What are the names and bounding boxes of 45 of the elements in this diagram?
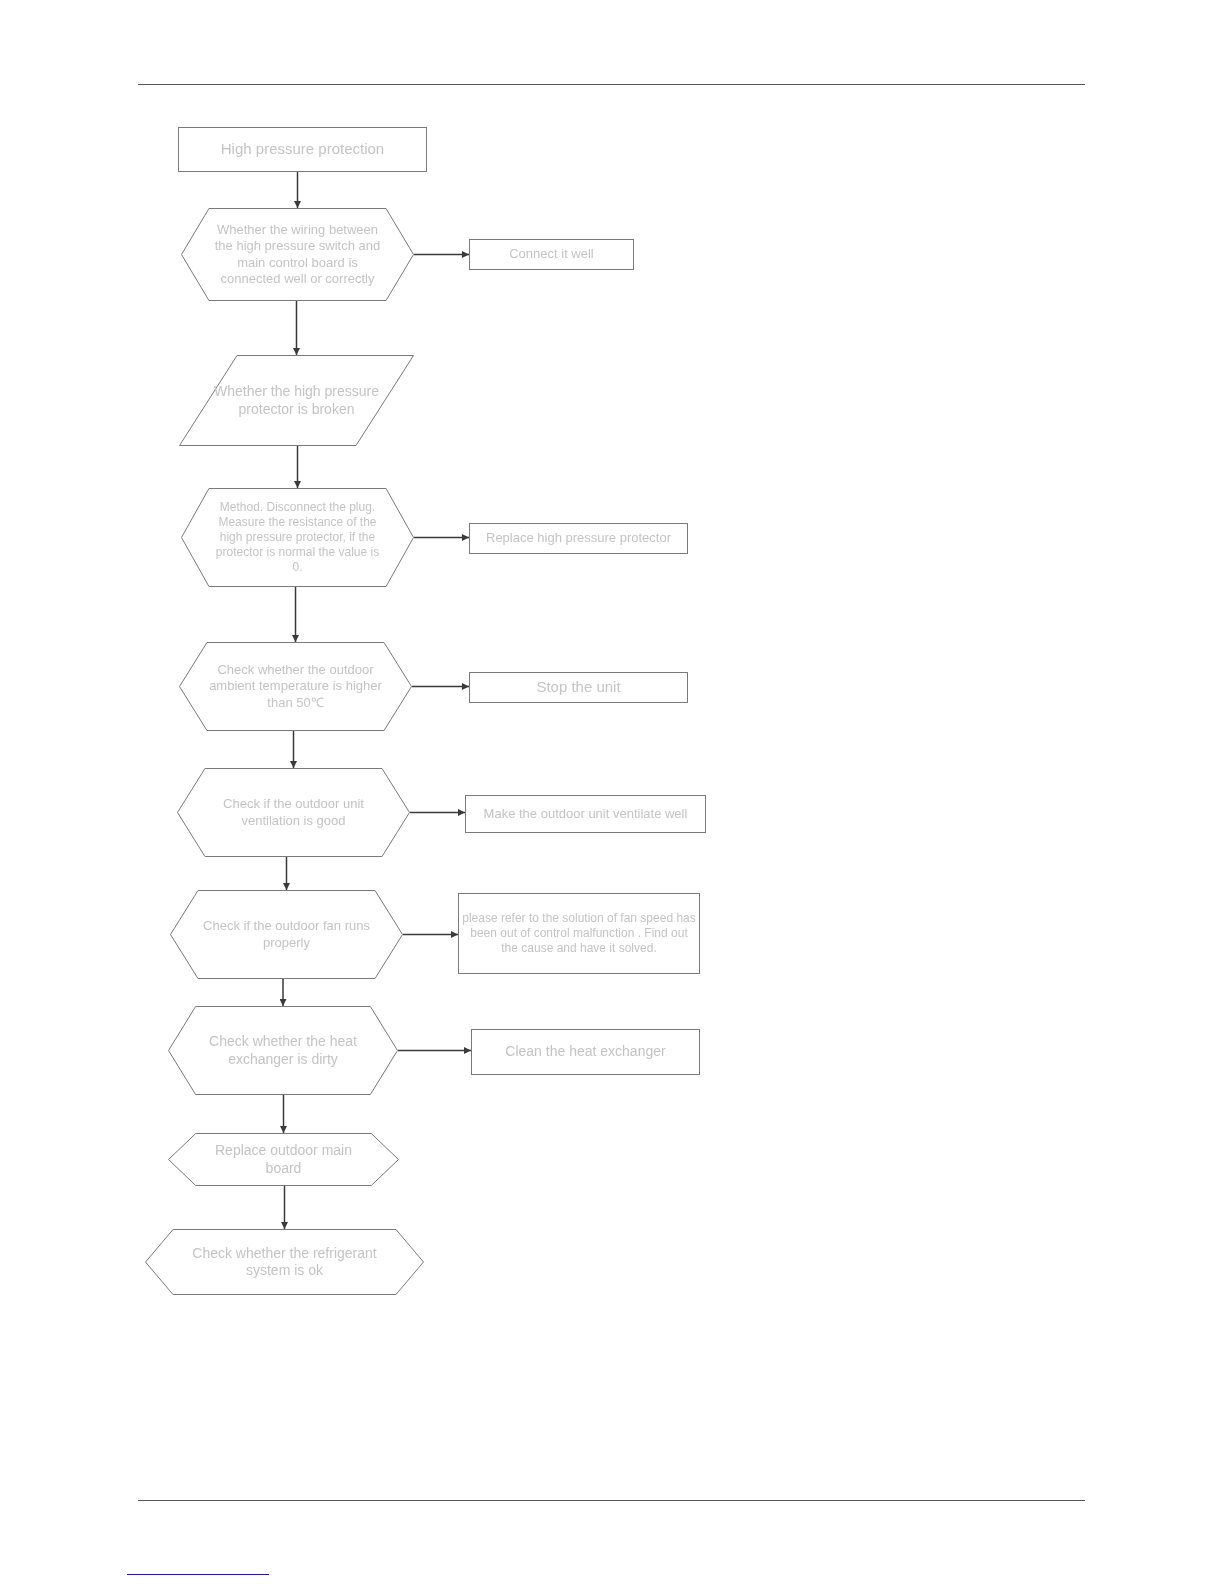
process-box xyxy=(471,1029,700,1075)
decision-hexagon xyxy=(181,488,414,587)
node-text: Replace outdoor main board xyxy=(214,1142,353,1177)
node-text: Connect it well xyxy=(508,246,595,263)
arrow xyxy=(283,856,290,891)
input-parallelogram xyxy=(179,355,414,446)
decision-hexagon xyxy=(170,890,403,979)
arrow xyxy=(413,534,470,541)
node-text: Whether the high pressure protector is broken xyxy=(213,383,380,418)
process-box xyxy=(465,795,706,833)
arrow xyxy=(411,683,470,690)
arrow xyxy=(294,445,301,489)
arrow xyxy=(294,171,301,209)
node-text: Method. Disconnect the plug. Measure the resistance of the high pressure protector, if the protector is normal the value is 0. xyxy=(214,500,381,575)
decision-hexagon xyxy=(179,642,412,731)
arrow xyxy=(281,1185,288,1230)
decision-hexagon xyxy=(181,208,414,301)
node-text: Check if the outdoor fan runs properly xyxy=(202,918,371,951)
node-text: please refer to the solution of fan speed has been out of control malfunction . Find out the cause and have it solved. xyxy=(461,911,697,956)
arrow xyxy=(290,730,297,769)
node-text: Stop the unit xyxy=(535,678,622,697)
decision-hexagon xyxy=(168,1133,399,1186)
process-box xyxy=(469,672,688,703)
arrow xyxy=(402,931,459,938)
arrow xyxy=(279,978,287,1007)
arrow xyxy=(397,1047,472,1054)
node-text: Check whether the heat exchanger is dirty xyxy=(208,1033,358,1068)
arrow xyxy=(280,1094,287,1134)
process-box xyxy=(469,523,688,554)
node-text: Whether the wiring between the high pressure switch and main control board is connected well or correctly xyxy=(213,222,382,287)
arrow xyxy=(409,809,466,816)
process-box xyxy=(178,127,427,172)
process-box xyxy=(469,239,634,270)
arrow xyxy=(293,300,300,356)
node-text: Check whether the refrigerant system is ok xyxy=(191,1244,378,1280)
decision-hexagon xyxy=(145,1229,424,1295)
arrow xyxy=(292,586,299,643)
node-text: Replace high pressure protector xyxy=(485,530,672,547)
node-text: Clean the heat exchanger xyxy=(504,1043,667,1061)
decision-hexagon xyxy=(177,768,410,857)
arrow xyxy=(413,251,470,258)
node-text: High pressure protection xyxy=(219,140,386,159)
decision-hexagon xyxy=(168,1006,398,1095)
node-text: Make the outdoor unit ventilate well xyxy=(482,805,689,823)
process-box xyxy=(458,893,700,974)
